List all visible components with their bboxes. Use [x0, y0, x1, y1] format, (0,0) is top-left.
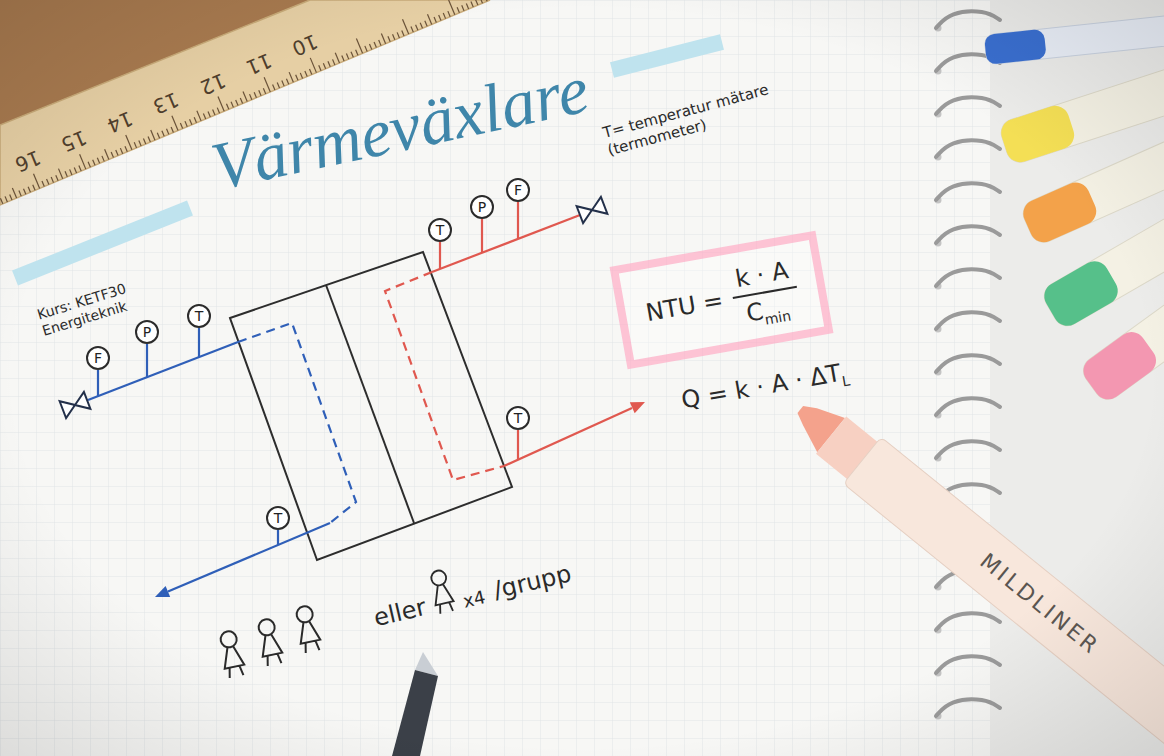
person-icon: [297, 620, 323, 654]
valve-symbol: [589, 197, 608, 218]
valve-symbol: [60, 197, 608, 418]
formula-part: NTU =: [644, 286, 726, 327]
instrument-circle: T: [187, 304, 211, 328]
person-icon: [219, 630, 238, 649]
cold-side-arrowhead: [155, 586, 170, 597]
exchanger-housing: [230, 252, 512, 560]
person-icon: [217, 604, 322, 678]
ruler-number: 10: [288, 29, 321, 61]
valve-symbol: [60, 397, 79, 418]
hot-side-flow: [432, 215, 580, 272]
formula-text: NTU =: [644, 286, 726, 327]
highlight-band: [15, 42, 722, 278]
cold-side-flow: [97, 370, 99, 396]
instrument-letter: T: [514, 411, 523, 425]
person-icon: [221, 645, 247, 679]
fraction: k · ACmin: [728, 255, 803, 329]
highlight-band: [15, 208, 190, 278]
hot-side-flow: [481, 219, 483, 253]
instrument-letter: F: [514, 183, 522, 197]
instrument-letter: P: [478, 200, 486, 214]
valve-symbol: [60, 392, 91, 418]
cold-side-arrowhead: [155, 586, 170, 597]
hot-side-flow: [385, 202, 632, 480]
ruler-number: 14: [104, 106, 137, 138]
person-icon: [430, 569, 448, 587]
cold-side-flow: [277, 530, 279, 545]
subscript: L: [841, 372, 851, 389]
valve-symbol: [577, 202, 596, 223]
note-text: eller: [371, 593, 429, 632]
formula-text: Q = k · A · ΔT: [679, 359, 843, 415]
subscript: min: [764, 307, 793, 327]
person-icon: [293, 604, 322, 653]
instrument-letter: F: [94, 351, 102, 365]
exchanger-housing: [230, 252, 512, 560]
hot-side-flow: [517, 202, 519, 239]
instrument-circle: F: [86, 346, 110, 370]
hot-side-arrowhead: [630, 402, 645, 413]
note-text: /grupp: [491, 559, 574, 604]
cold-side-flow: [88, 342, 238, 400]
person-icon: [423, 564, 460, 619]
ruler-number: 16: [12, 145, 45, 177]
person-icon: [257, 618, 276, 637]
ruler-number: 12: [196, 68, 229, 100]
instrument-circle: T: [428, 218, 452, 242]
hot-side-arrowhead: [630, 402, 645, 413]
person-icon: [431, 583, 455, 614]
hot-side-flow: [385, 272, 504, 480]
note-text: x4: [461, 586, 487, 611]
person-icon: [217, 629, 246, 678]
formula-line: Q = k · A · ΔTL: [679, 358, 851, 415]
cold-side-flow: [168, 523, 330, 592]
ruler-number: 13: [150, 87, 183, 119]
ruler-number: 15: [58, 125, 91, 157]
instrument-circle: T: [506, 406, 530, 430]
person-icon: [428, 569, 456, 615]
cold-side-flow: [198, 328, 200, 357]
formula-text: C: [745, 297, 766, 327]
cold-side-flow: [146, 344, 148, 377]
brand-text: MILDLINER: [975, 548, 1104, 659]
person-icon: [255, 617, 284, 666]
exchanger-housing: [326, 285, 414, 523]
person-icon: [259, 633, 285, 667]
instrument-letter: P: [143, 325, 151, 339]
formula-box: NTU =k · ACmin: [610, 231, 834, 370]
instrument-circle: F: [506, 178, 530, 202]
hot-side-flow: [439, 242, 441, 269]
valve-symbol: [72, 392, 91, 413]
group-size-note: eller x4/grupp: [366, 538, 574, 632]
ruler-number: 11: [242, 48, 275, 80]
instrument-letter: T: [274, 511, 283, 525]
cold-side-flow: [88, 323, 356, 592]
denominator: Cmin: [744, 290, 792, 328]
instrument-circle: T: [266, 506, 290, 530]
instrument-letter: T: [436, 223, 445, 237]
instrument-circle: P: [135, 320, 159, 344]
fraction-bar: k · A: [728, 255, 798, 299]
legend-note: T= temperatur mätare (termometer): [601, 77, 789, 160]
formula-text: k · A: [734, 256, 791, 293]
person-icon: [295, 605, 314, 624]
instrument-letter: T: [195, 309, 204, 323]
valve-symbol: [577, 197, 608, 223]
cold-side-flow: [238, 323, 356, 523]
highlight-band: [612, 42, 722, 70]
hot-side-flow: [517, 430, 519, 459]
instrument-circle: P: [470, 195, 494, 219]
